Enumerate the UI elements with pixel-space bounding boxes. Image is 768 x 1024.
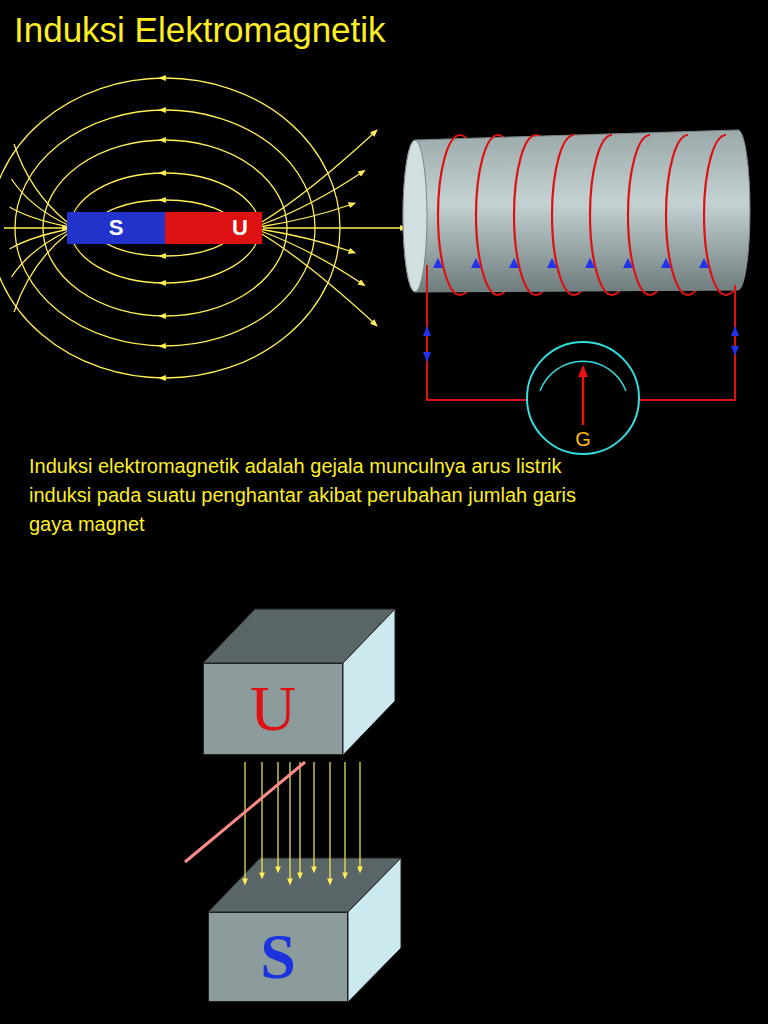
field-arrow [162,77,163,78]
current-arrow [433,258,443,268]
field-line [359,762,360,870]
field-line [277,762,278,870]
field-arrow [162,377,163,378]
current-arrow [623,258,633,268]
field-arrow [162,109,163,110]
field-line [12,232,68,278]
field-lines [0,78,404,378]
field-arrow [162,315,163,316]
field-arrow [162,282,163,283]
coil-turn [552,135,574,295]
iron-core [403,130,750,292]
title: Induksi Elektromagnetik [14,10,386,50]
field-line [14,144,67,222]
magnet-south-pole: S [67,212,165,244]
pole-label: U [232,217,248,239]
field-line [262,132,375,222]
coil-turn [438,135,460,295]
field-line [262,230,353,253]
axis-line [263,227,404,228]
coil [403,130,750,295]
field-line [10,207,68,227]
field-arrow [162,345,163,346]
magnet-north-pole: U [165,212,262,244]
magnet-blocks [203,609,401,1002]
field-lines [245,762,360,882]
galvanometer: G [526,341,640,455]
field-line [12,179,68,225]
current-arrow [471,258,481,268]
coil-turn [704,135,726,295]
pole-label: S [109,217,124,239]
field-line [244,762,245,882]
field-line [289,762,290,882]
current-arrow [699,258,709,268]
current-arrow [661,258,671,268]
field-line [313,762,314,870]
field-arrow [162,172,163,173]
field-line [262,234,375,324]
coil-turn [590,135,612,295]
coil-turn [476,135,498,295]
field-arrow [162,139,163,140]
field-line [10,230,68,250]
field-line [329,762,330,882]
current-arrow [509,258,519,268]
field-line [262,232,363,285]
field-line [14,234,67,312]
coil-turn [514,135,536,295]
field-line [344,762,345,876]
field-line [262,204,353,227]
coil-turn [666,135,688,295]
wire [426,265,428,290]
current-arrow [547,258,557,268]
caption: Induksi elektromagnetik adalah gejala mu… [29,452,619,539]
wire-arrows [423,326,739,362]
core-end [403,140,427,292]
field-arrow [162,255,163,256]
magnet-block-south: S [208,912,348,1002]
pole-label: U [250,677,296,741]
current-arrow [585,258,595,268]
pole-label: S [260,925,296,989]
coil-turn [628,135,650,295]
pole-label: G [575,429,591,449]
field-loop [43,140,287,316]
conductor-wire [185,762,305,862]
field-arrow [162,199,163,200]
magnet-block-north: U [203,663,343,755]
field-line [261,762,262,876]
axis-line [4,227,66,228]
field-line [299,762,300,876]
